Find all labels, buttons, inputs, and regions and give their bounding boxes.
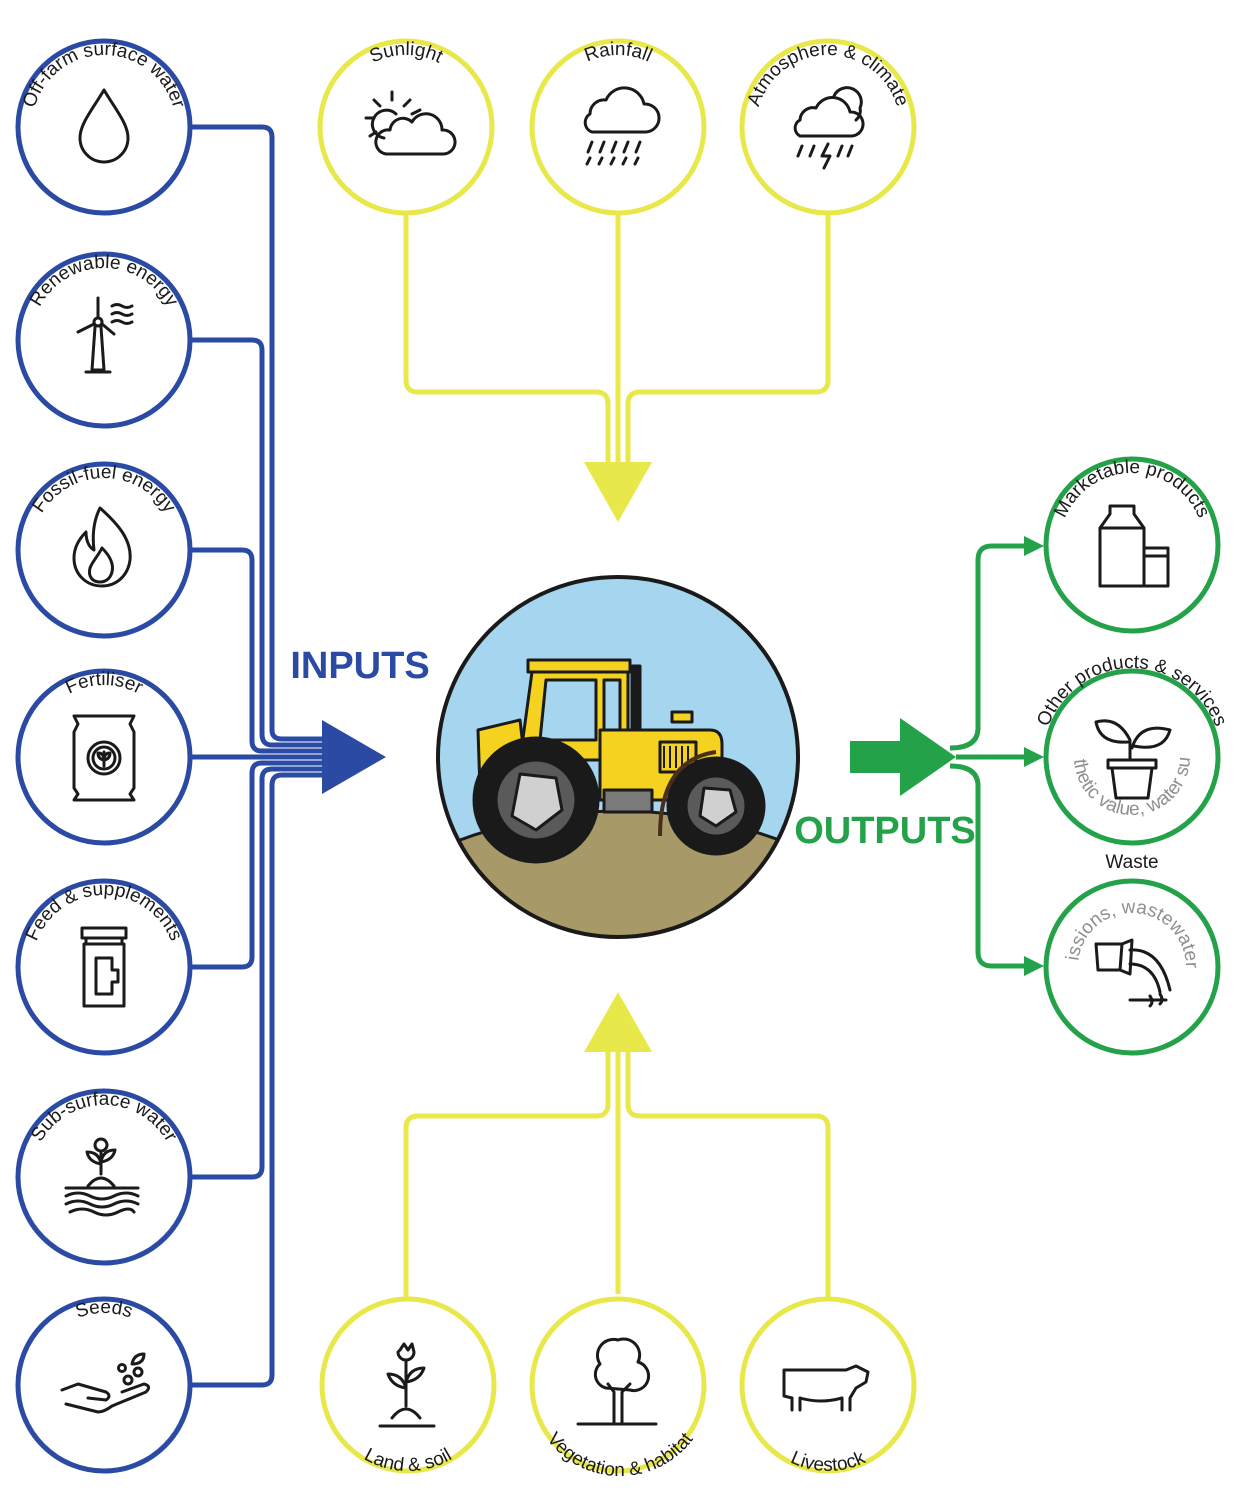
left-input-sub-surface-water: Sub-surface water [15,1088,193,1266]
hand-seeds-icon [60,1352,151,1414]
tree-icon [576,1337,658,1426]
storm-cloud-icon [793,86,865,170]
outputs-arrowhead [900,718,956,796]
left-input-feed-supplements: Feed & supplements [15,878,193,1056]
outputs-heading: OUTPUTS [794,810,976,852]
left-connectors [190,124,328,1388]
water-drop-icon [78,88,130,164]
bottom-input-vegetation-habitat: Vegetation & habitat [529,1296,707,1481]
connector-seeds [190,772,328,1388]
top-input-atmosphere-climate: Atmosphere & climate [739,38,917,216]
waste-pipe-icon [1094,938,1172,1008]
fertiliser-bag-icon [72,714,136,802]
bottom-input-livestock: Livestock [739,1296,917,1476]
top-input-rainfall: Rainfall [529,38,707,216]
left-input-seeds: Seeds [15,1296,193,1474]
bottom-input-land-soil: Land & soil [319,1296,497,1476]
cow-icon [782,1364,870,1412]
tractor-icon [472,658,766,864]
label-waste: Waste [1105,852,1158,873]
center-farm-circle [436,575,800,939]
top-input-sunlight: Sunlight [317,38,495,216]
left-input-renewable-energy: Renewable energy [15,251,193,429]
sprout-water-icon [64,1137,140,1217]
supplement-jar-icon [80,926,128,1008]
connector-fossil [190,547,328,754]
inputs-heading: INPUTS [290,645,429,687]
connector-renewable [190,337,328,748]
rain-cloud-icon [583,86,661,166]
connector-off-farm-water [190,124,328,742]
potted-plant-icon [1094,719,1172,800]
left-input-off-farm-surface-water: Off-farm surface water [15,38,193,216]
top-arrowhead [584,462,652,522]
output-marketable-products: Marketable products [1043,456,1221,634]
left-input-fossil-fuel-energy: Fossil-fuel energy [15,461,193,639]
outputs-arrow-body [850,741,900,773]
wind-turbine-icon [76,296,134,374]
flame-icon [72,506,132,588]
connector-subsurface [190,766,328,1180]
plant-soil-icon [378,1342,436,1428]
left-input-fertiliser: Fertiliser [15,668,193,846]
connector-feed [190,760,328,970]
inputs-arrowhead [322,720,386,794]
output-connectors [949,543,1030,969]
bottom-connectors [403,1046,831,1299]
sun-cloud-icon [364,90,457,156]
milk-carton-icon [1098,504,1170,588]
top-connectors [403,214,831,468]
bottom-arrowhead [584,992,652,1052]
